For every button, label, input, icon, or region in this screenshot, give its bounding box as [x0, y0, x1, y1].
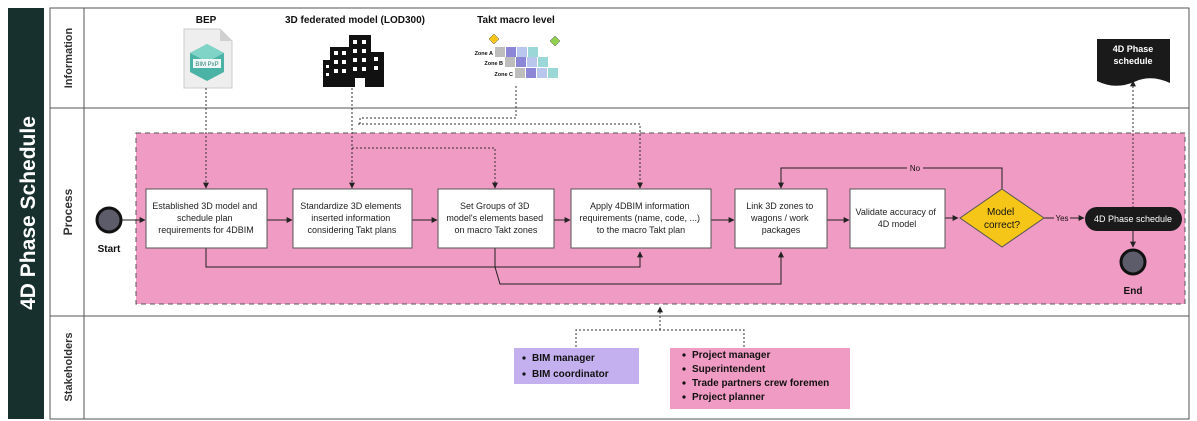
start-event [95, 206, 123, 234]
gateway-text: correct? [984, 220, 1021, 231]
stakeholder-item: Trade partners crew foremen [692, 378, 829, 389]
stakeholder-item: Project manager [692, 350, 770, 361]
document-icon: BIM PxP [183, 28, 233, 89]
lane-label-information: Information [63, 27, 75, 88]
task-text: Standardize 3D elements [300, 201, 402, 211]
task-box: Link 3D zones to wagons / work packages [734, 188, 828, 249]
no-label-bg [907, 162, 923, 174]
gateway-text: Model [987, 207, 1014, 218]
svg-text:Link 3D zones to wagons: Link 3D zones to wagons / work packages [746, 201, 816, 235]
yes-label: Yes [1055, 214, 1068, 223]
lane-label-process: Process [61, 188, 75, 235]
task-text: inserted information [311, 213, 390, 223]
task-text: model's elements based [446, 213, 543, 223]
end-label: End [1124, 286, 1143, 297]
takt-zone-label: Zone C [494, 72, 513, 78]
stakeholder-item: Project planner [692, 392, 765, 403]
stakeholder-group-bim: BIM manager BIM coordinator [514, 348, 639, 384]
bep-label: BEP [196, 15, 217, 26]
takt-zone-label: Zone A [475, 51, 493, 57]
lane-label-stakeholders: Stakeholders [63, 332, 75, 401]
task-box: Standardize 3D elements inserted informa… [292, 188, 413, 249]
svg-text:Model correct?: Model correct? [984, 207, 1021, 231]
task-text: requirements (name, code, ...) [579, 213, 700, 223]
task-text: requirements for 4DBIM [158, 225, 254, 235]
stakeholder-item: Superintendent [692, 364, 766, 375]
task-text: 4D model [878, 219, 917, 229]
model-label: 3D federated model (LOD300) [285, 15, 425, 26]
task-text: schedule plan [177, 213, 233, 223]
bep-doc-text: BIM PxP [195, 62, 218, 68]
yes-label-bg [1054, 211, 1070, 223]
svg-text:Standardize 3D elements: Standardize 3D elements inserted informa… [300, 201, 404, 235]
svg-text:Validate accuracy of 4D: Validate accuracy of 4D model [856, 207, 939, 229]
svg-text:Apply 4DBIM information: Apply 4DBIM information requirements (na… [579, 201, 702, 235]
task-text: packages [762, 225, 801, 235]
task-text: Link 3D zones to [746, 201, 813, 211]
task-box: Validate accuracy of 4D model [849, 188, 946, 249]
stakeholder-item: BIM coordinator [532, 369, 609, 380]
output-doc-line2: schedule [1113, 56, 1152, 66]
decision-gateway: Model correct? [959, 188, 1045, 248]
title-bar [8, 8, 44, 419]
task-text: Validate accuracy of [856, 207, 937, 217]
task-text: Established 3D model and [152, 201, 257, 211]
task-text: on macro Takt zones [455, 225, 538, 235]
stakeholder-item: BIM manager [532, 353, 595, 364]
task-box: Established 3D model and schedule plan r… [145, 188, 268, 249]
final-task: 4D Phase schedule [1085, 207, 1182, 231]
start-label: Start [98, 244, 121, 255]
diagram-title: 4D Phase Schedule [17, 116, 40, 310]
output-document-icon: 4D Phase schedule [1097, 39, 1170, 86]
svg-text:Set Groups of 3D model's: Set Groups of 3D model's elements based … [446, 201, 545, 235]
end-event [1119, 248, 1147, 276]
task-text: wagons / work [750, 213, 809, 223]
takt-label: Takt macro level [477, 15, 555, 26]
task-text: Set Groups of 3D [460, 201, 530, 211]
task-text: considering Takt plans [308, 225, 397, 235]
info-flow-lines [203, 80, 1136, 347]
task-text: to the macro Takt plan [597, 225, 685, 235]
takt-zone-label: Zone B [484, 61, 503, 67]
no-label: No [910, 164, 921, 173]
lane-information [83, 7, 1190, 109]
output-doc-line1: 4D Phase [1113, 44, 1154, 54]
stakeholder-group-project: Project manager Superintendent Trade par… [670, 348, 850, 409]
task-box: Apply 4DBIM information requirements (na… [570, 188, 712, 249]
svg-text:Established 3D model and: Established 3D model and schedule plan r… [152, 201, 260, 235]
final-task-text: 4D Phase schedule [1094, 214, 1172, 224]
lane-label-column [49, 7, 85, 420]
task-box: Set Groups of 3D model's elements based … [437, 188, 555, 249]
takt-plan-icon: Zone A Zone B Zone C [475, 33, 561, 78]
building-icon [323, 35, 384, 87]
task-text: Apply 4DBIM information [590, 201, 690, 211]
